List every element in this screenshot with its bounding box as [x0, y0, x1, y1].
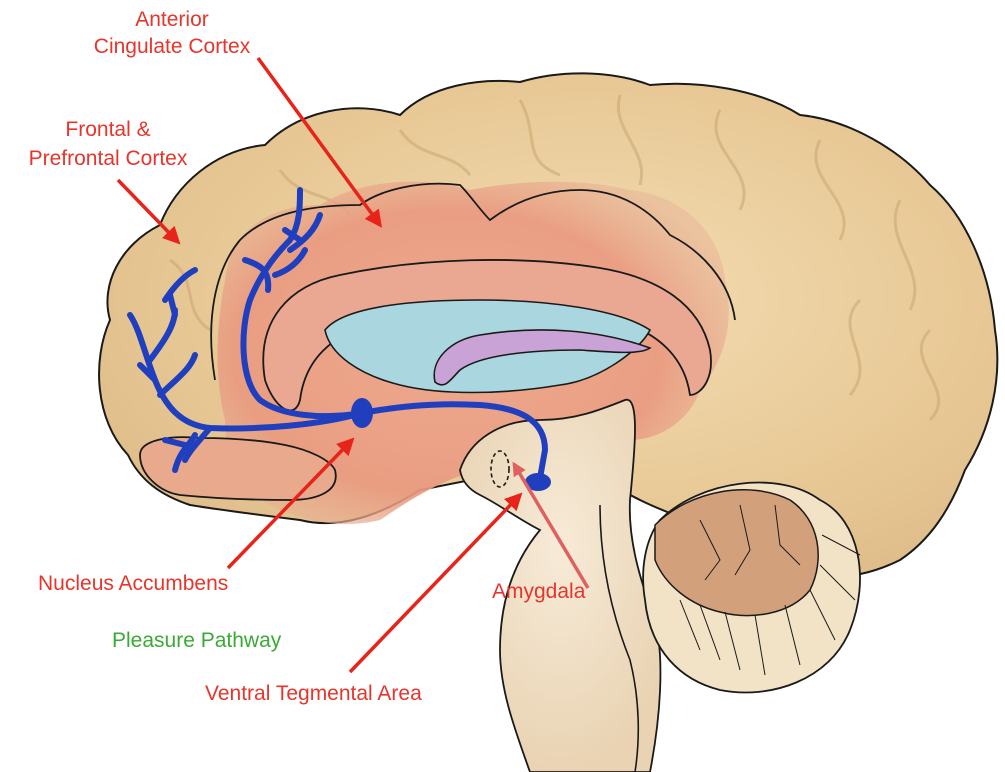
label-pleasure-pathway: Pleasure Pathway [112, 629, 282, 652]
label-amygdala: Amygdala [492, 580, 586, 603]
label-frontal-line2: Prefrontal Cortex [29, 147, 188, 170]
label-nucleus-accumbens: Nucleus Accumbens [38, 572, 228, 595]
nucleus-accumbens-node [351, 398, 373, 428]
label-vta: Ventral Tegmental Area [205, 682, 422, 705]
label-frontal-line1: Frontal & [65, 118, 150, 141]
label-anterior-line1: Anterior [135, 8, 209, 31]
label-anterior-line2: Cingulate Cortex [94, 35, 251, 58]
